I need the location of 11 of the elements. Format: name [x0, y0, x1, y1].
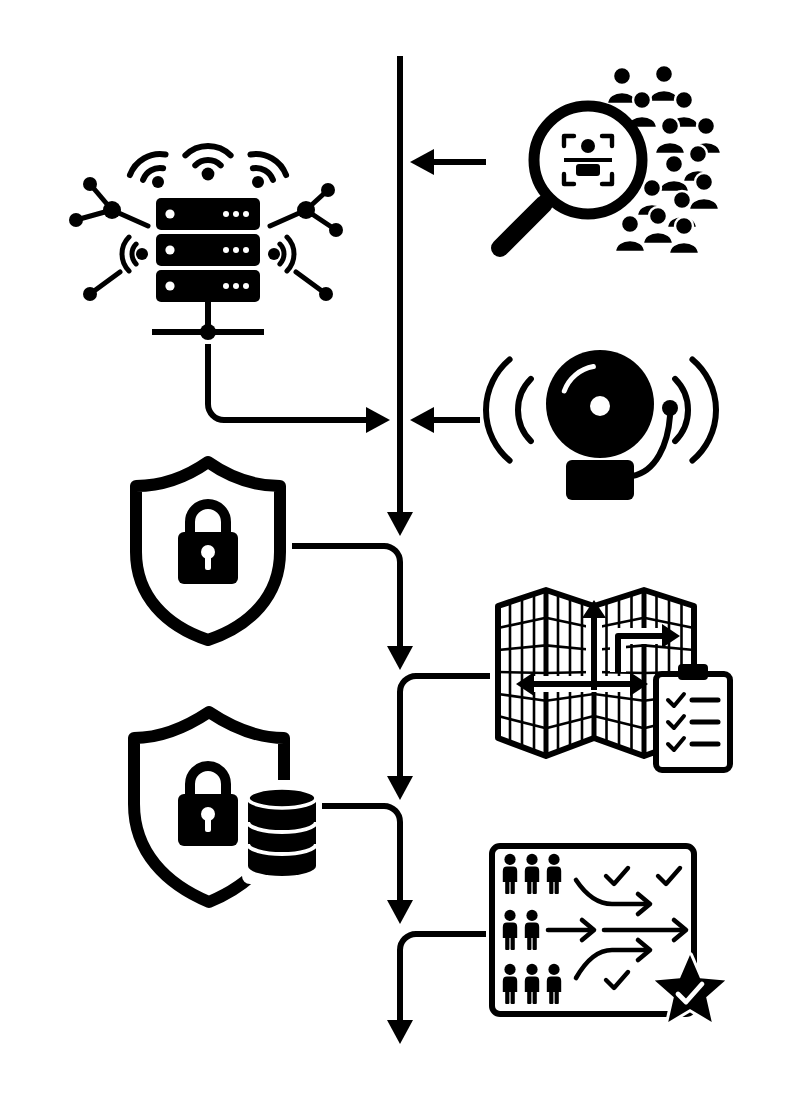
arrow — [410, 407, 480, 433]
alarm-bell-icon — [480, 348, 724, 504]
arrow — [410, 149, 486, 175]
shield-lock-icon — [126, 452, 292, 648]
face-scan-magnifier-crowd-icon — [486, 64, 724, 258]
elbow-arrow — [322, 803, 413, 924]
map-clipboard-icon — [490, 582, 734, 774]
elbow-arrow — [387, 673, 490, 800]
elbow-arrow — [205, 344, 390, 433]
elbow-arrow — [387, 931, 486, 1044]
elbow-arrow — [292, 543, 413, 670]
